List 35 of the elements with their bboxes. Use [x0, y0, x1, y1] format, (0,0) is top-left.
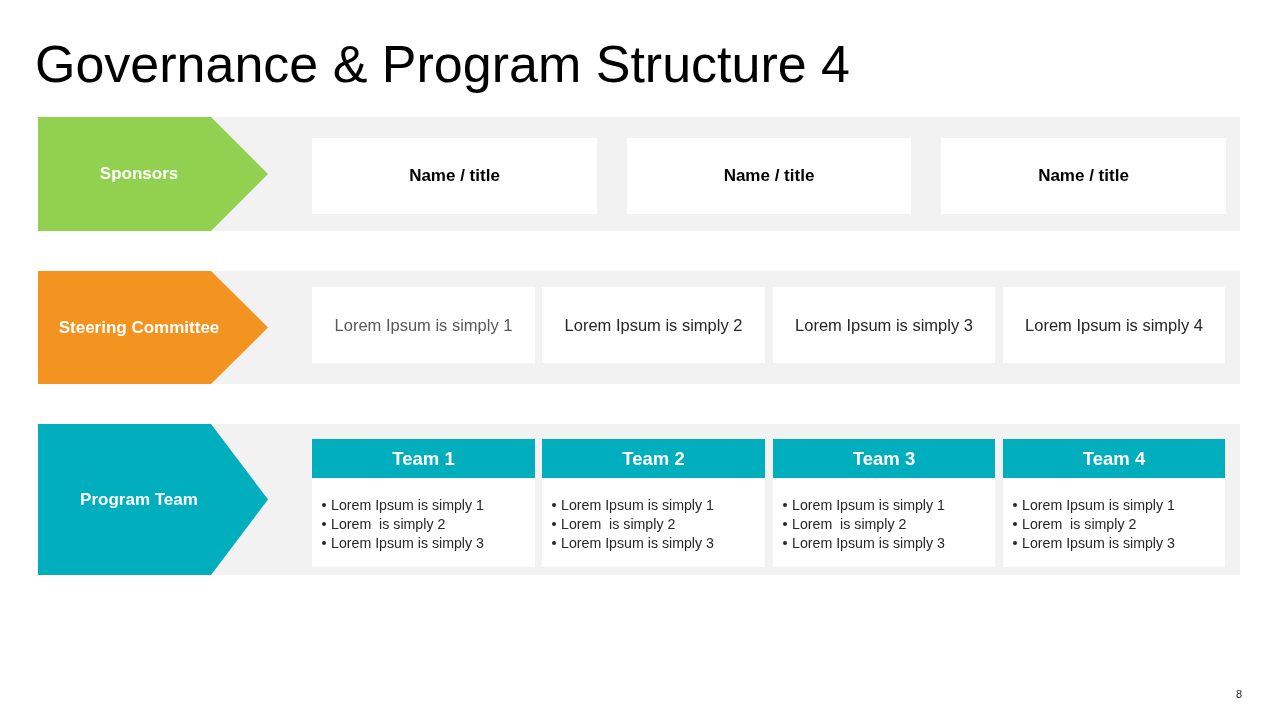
- label-card: Lorem Ipsum is simply 3: [773, 287, 995, 363]
- label-card: Lorem Ipsum is simply 2: [542, 287, 765, 363]
- label-card: Lorem Ipsum is simply 4: [1003, 287, 1225, 363]
- team-header: Team 2: [542, 439, 765, 478]
- bullet-text: Lorem is simply 2: [792, 514, 907, 533]
- bullet-text: Lorem is simply 2: [1022, 514, 1137, 533]
- bullet-text: Lorem is simply 2: [561, 514, 676, 533]
- team-card: [312, 439, 535, 567]
- bullet-text: Lorem Ipsum is simply 1: [792, 495, 945, 514]
- page-number: 8: [1236, 688, 1243, 700]
- label-card: Name / title: [627, 138, 911, 214]
- slide-title: Governance & Program Structure 4: [35, 34, 851, 94]
- bullet-text: Lorem Ipsum is simply 3: [561, 533, 714, 552]
- bullet-text: Lorem Ipsum is simply 3: [1022, 533, 1175, 552]
- team-card: [773, 439, 995, 567]
- bullet-text: Lorem Ipsum is simply 1: [561, 495, 714, 514]
- bullet-text: Lorem Ipsum is simply 1: [331, 495, 484, 514]
- team-header: Team 3: [773, 439, 995, 478]
- row-heading: Sponsors: [99, 164, 179, 184]
- team-card: [542, 439, 765, 567]
- band-panel: [38, 117, 1240, 231]
- team-header: Team 1: [312, 439, 535, 478]
- band-panel: [38, 271, 1240, 384]
- team-card: [1003, 439, 1225, 567]
- bullet-text: Lorem is simply 2: [331, 514, 446, 533]
- team-header: Team 4: [1003, 439, 1225, 478]
- label-card: Name / title: [941, 138, 1226, 214]
- row-heading: Program Team: [80, 489, 198, 510]
- label-card: Name / title: [312, 138, 597, 214]
- bullet-text: Lorem Ipsum is simply 3: [331, 533, 484, 552]
- row-heading: Steering Committee: [58, 317, 220, 338]
- label-card: Lorem Ipsum is simply 1: [312, 287, 535, 363]
- band-panel: [38, 424, 1240, 575]
- bullet-text: Lorem Ipsum is simply 3: [792, 533, 945, 552]
- bullet-text: Lorem Ipsum is simply 1: [1022, 495, 1175, 514]
